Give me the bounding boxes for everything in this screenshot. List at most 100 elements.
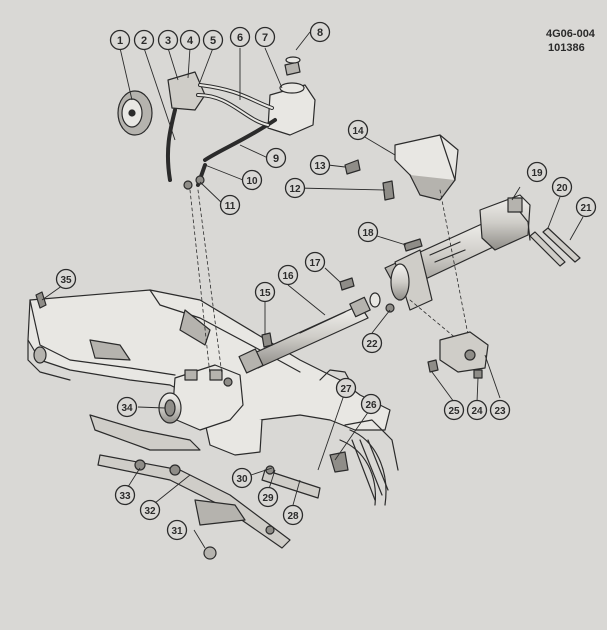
callout-number: 27 — [340, 384, 352, 395]
callout-circle — [166, 519, 188, 541]
callout-19: 19 — [526, 161, 548, 183]
callout-34: 34 — [116, 396, 138, 418]
callout-circle — [304, 251, 326, 273]
wheel-hub — [339, 419, 399, 506]
figure-number: 101386 — [548, 42, 585, 54]
callout-22: 22 — [361, 332, 383, 354]
callout-10: 10 — [241, 169, 263, 191]
callout-32: 32 — [139, 499, 161, 521]
callout-circle — [361, 332, 383, 354]
callout-number: 23 — [494, 406, 506, 417]
callout-circle — [133, 29, 155, 51]
callout-circle — [360, 393, 382, 415]
callout-number: 35 — [60, 275, 72, 286]
callout-number: 30 — [236, 474, 248, 485]
callout-2: 2 — [133, 29, 155, 51]
callout-23: 23 — [489, 399, 511, 421]
column-bolts — [529, 227, 581, 267]
callout-circle — [347, 119, 369, 141]
callout-circle — [202, 29, 224, 51]
callout-31: 31 — [166, 519, 188, 541]
pump-bracket — [167, 71, 206, 111]
callout-number: 4 — [187, 35, 194, 47]
callout-number: 24 — [471, 406, 483, 417]
upper-bracket — [394, 134, 459, 201]
callout-9: 9 — [265, 147, 287, 169]
callout-circle — [231, 467, 253, 489]
callout-3: 3 — [157, 29, 179, 51]
callout-circle — [282, 504, 304, 526]
callout-number: 28 — [287, 511, 299, 522]
callout-number: 6 — [237, 32, 243, 44]
callout-circle — [466, 399, 488, 421]
callout-number: 5 — [210, 35, 216, 47]
callout-number: 21 — [580, 203, 592, 214]
callout-14: 14 — [347, 119, 369, 141]
callout-number: 20 — [556, 183, 568, 194]
callout-circle — [357, 221, 379, 243]
callout-17: 17 — [304, 251, 326, 273]
callout-number: 3 — [165, 35, 171, 47]
callout-circle — [139, 499, 161, 521]
callout-number: 1 — [117, 35, 123, 47]
callout-circle — [257, 486, 279, 508]
figure-code: 4G06-004 — [546, 28, 595, 40]
callout-30: 30 — [231, 467, 253, 489]
callout-circle — [309, 154, 331, 176]
callout-29: 29 — [257, 486, 279, 508]
callout-25: 25 — [443, 399, 465, 421]
callout-number: 34 — [121, 403, 133, 414]
callout-number: 19 — [531, 168, 543, 179]
callout-13: 13 — [309, 154, 331, 176]
callout-number: 7 — [262, 32, 268, 44]
alignment-lines — [189, 189, 471, 376]
callout-28: 28 — [282, 504, 304, 526]
callout-18: 18 — [357, 221, 379, 243]
callout-number: 11 — [225, 201, 236, 212]
callout-number: 31 — [171, 526, 183, 537]
callout-24: 24 — [466, 399, 488, 421]
callout-circle — [265, 147, 287, 169]
callout-circle — [179, 29, 201, 51]
callout-number: 9 — [273, 153, 279, 165]
callout-number: 8 — [317, 27, 323, 39]
callout-circle — [241, 169, 263, 191]
lower-bracket — [439, 331, 489, 373]
pump-pulley — [117, 90, 153, 136]
callout-circle — [284, 177, 306, 199]
callout-circle — [309, 21, 331, 43]
callout-number: 22 — [366, 339, 378, 350]
callout-number: 14 — [352, 126, 364, 137]
callout-circle — [443, 399, 465, 421]
callout-circle — [55, 268, 77, 290]
callout-16: 16 — [277, 264, 299, 286]
callout-number: 29 — [262, 493, 274, 504]
steering-linkage — [89, 414, 321, 560]
callout-circle — [254, 26, 276, 48]
callout-number: 13 — [314, 161, 326, 172]
callout-number: 16 — [282, 271, 294, 282]
callout-11: 11 — [219, 194, 241, 216]
callout-33: 33 — [114, 484, 136, 506]
callout-number: 12 — [289, 184, 301, 195]
callout-8: 8 — [309, 21, 331, 43]
callout-6: 6 — [229, 26, 251, 48]
callout-circle — [489, 399, 511, 421]
callout-number: 15 — [259, 288, 271, 299]
callout-27: 27 — [335, 377, 357, 399]
callout-circle — [254, 281, 276, 303]
callout-21: 21 — [575, 196, 597, 218]
callout-12: 12 — [284, 177, 306, 199]
callout-circle — [551, 176, 573, 198]
callout-5: 5 — [202, 29, 224, 51]
callout-number: 32 — [144, 506, 156, 517]
callout-4: 4 — [179, 29, 201, 51]
callout-number: 10 — [246, 176, 258, 187]
callout-number: 25 — [448, 406, 460, 417]
callout-circle — [277, 264, 299, 286]
callout-number: 17 — [309, 258, 321, 269]
callout-circle — [109, 29, 131, 51]
callout-circle — [219, 194, 241, 216]
